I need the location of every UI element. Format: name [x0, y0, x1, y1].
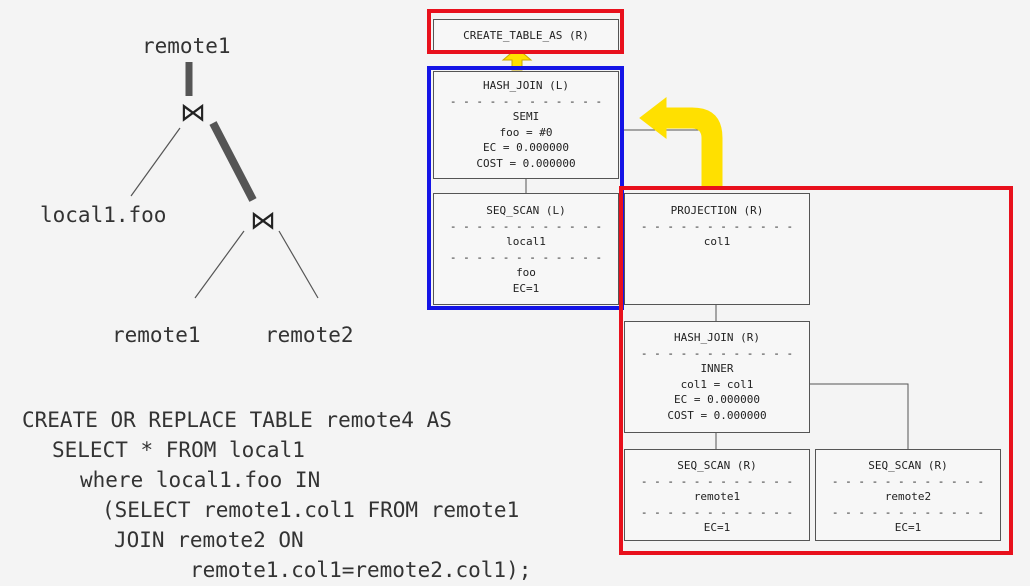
node-line: COST = 0.000000 — [476, 156, 576, 170]
remote-highlight-create-table — [427, 9, 624, 54]
tree-left-leaf: local1.foo — [40, 203, 167, 227]
node-title: HASH_JOIN (L) — [482, 79, 570, 92]
sql-line: where local1.foo IN — [80, 468, 321, 492]
node-line: EC=1 — [703, 521, 731, 534]
node-title: HASH_JOIN (R) — [673, 331, 761, 344]
join-icon: ⋈ — [180, 98, 206, 128]
node-line: EC=1 — [512, 281, 540, 295]
plan-node-create-table: CREATE_TABLE_AS (R) — [433, 19, 619, 51]
node-title: CREATE_TABLE_AS (R) — [463, 29, 589, 42]
node-separator: - - - - - - - - - - - - — [640, 474, 794, 488]
tree-bottom-left-leaf: remote1 — [112, 323, 201, 347]
sql-line: (SELECT remote1.col1 FROM remote1 — [102, 498, 520, 522]
plan-node-projection-r: PROJECTION (R) - - - - - - - - - - - - c… — [624, 193, 810, 305]
node-separator: - - - - - - - - - - - - — [831, 505, 985, 519]
plan-node-seq-scan-r2: SEQ_SCAN (R) - - - - - - - - - - - - rem… — [815, 449, 1001, 541]
node-line: foo = #0 — [499, 125, 553, 139]
plan-node-seq-scan-r1: SEQ_SCAN (R) - - - - - - - - - - - - rem… — [624, 449, 810, 541]
plan-node-hash-join-l: HASH_JOIN (L) - - - - - - - - - - - - SE… — [433, 71, 619, 179]
plan-node-seq-scan-l: SEQ_SCAN (L) - - - - - - - - - - - - loc… — [433, 193, 619, 305]
tree-root-label: remote1 — [142, 34, 231, 58]
local-highlight-frame — [427, 66, 624, 310]
curved-arrow-icon — [639, 96, 723, 189]
tree-edge-bottom-left — [194, 230, 245, 299]
node-separator: - - - - - - - - - - - - — [831, 474, 985, 488]
node-line: INNER — [700, 362, 734, 375]
plan-edge-hj-r-to-seq-r2 — [810, 383, 909, 449]
node-separator: - - - - - - - - - - - - — [449, 219, 603, 233]
node-table: remote1 — [693, 490, 741, 503]
node-title: SEQ_SCAN (L) — [486, 204, 566, 217]
node-separator: - - - - - - - - - - - - — [449, 250, 603, 264]
node-separator: - - - - - - - - - - - - — [640, 219, 794, 233]
plan-node-hash-join-r: HASH_JOIN (R) - - - - - - - - - - - - IN… — [624, 321, 810, 433]
node-title: SEQ_SCAN (R) — [868, 459, 948, 472]
sql-line: remote1.col1=remote2.col1); — [190, 558, 532, 582]
tree-edge-thick — [209, 121, 257, 202]
node-line: foo — [516, 266, 536, 279]
node-line: EC=1 — [894, 521, 922, 534]
remote-highlight-subtree — [619, 186, 1013, 555]
node-title: SEQ_SCAN (R) — [677, 459, 757, 472]
node-line: EC = 0.000000 — [482, 141, 570, 154]
node-table: remote2 — [884, 490, 932, 503]
node-line: COST = 0.000000 — [667, 408, 767, 422]
sql-line: JOIN remote2 ON — [114, 528, 304, 552]
join-icon: ⋈ — [250, 206, 276, 236]
node-line: SEMI — [512, 110, 540, 123]
node-separator: - - - - - - - - - - - - — [449, 94, 603, 108]
node-line: col1 = col1 — [680, 377, 754, 391]
node-separator: - - - - - - - - - - - - — [640, 505, 794, 519]
node-title: PROJECTION (R) — [670, 204, 764, 217]
node-line: EC = 0.000000 — [673, 393, 761, 406]
node-table: local1 — [506, 235, 546, 248]
node-line: col1 — [703, 235, 731, 248]
sql-line: CREATE OR REPLACE TABLE remote4 AS — [22, 408, 452, 432]
tree-edge-bottom-right — [278, 230, 319, 299]
tree-edge-left — [130, 127, 181, 197]
node-separator: - - - - - - - - - - - - — [640, 346, 794, 360]
sql-line: SELECT * FROM local1 — [52, 438, 305, 462]
tree-bottom-right-leaf: remote2 — [265, 323, 354, 347]
